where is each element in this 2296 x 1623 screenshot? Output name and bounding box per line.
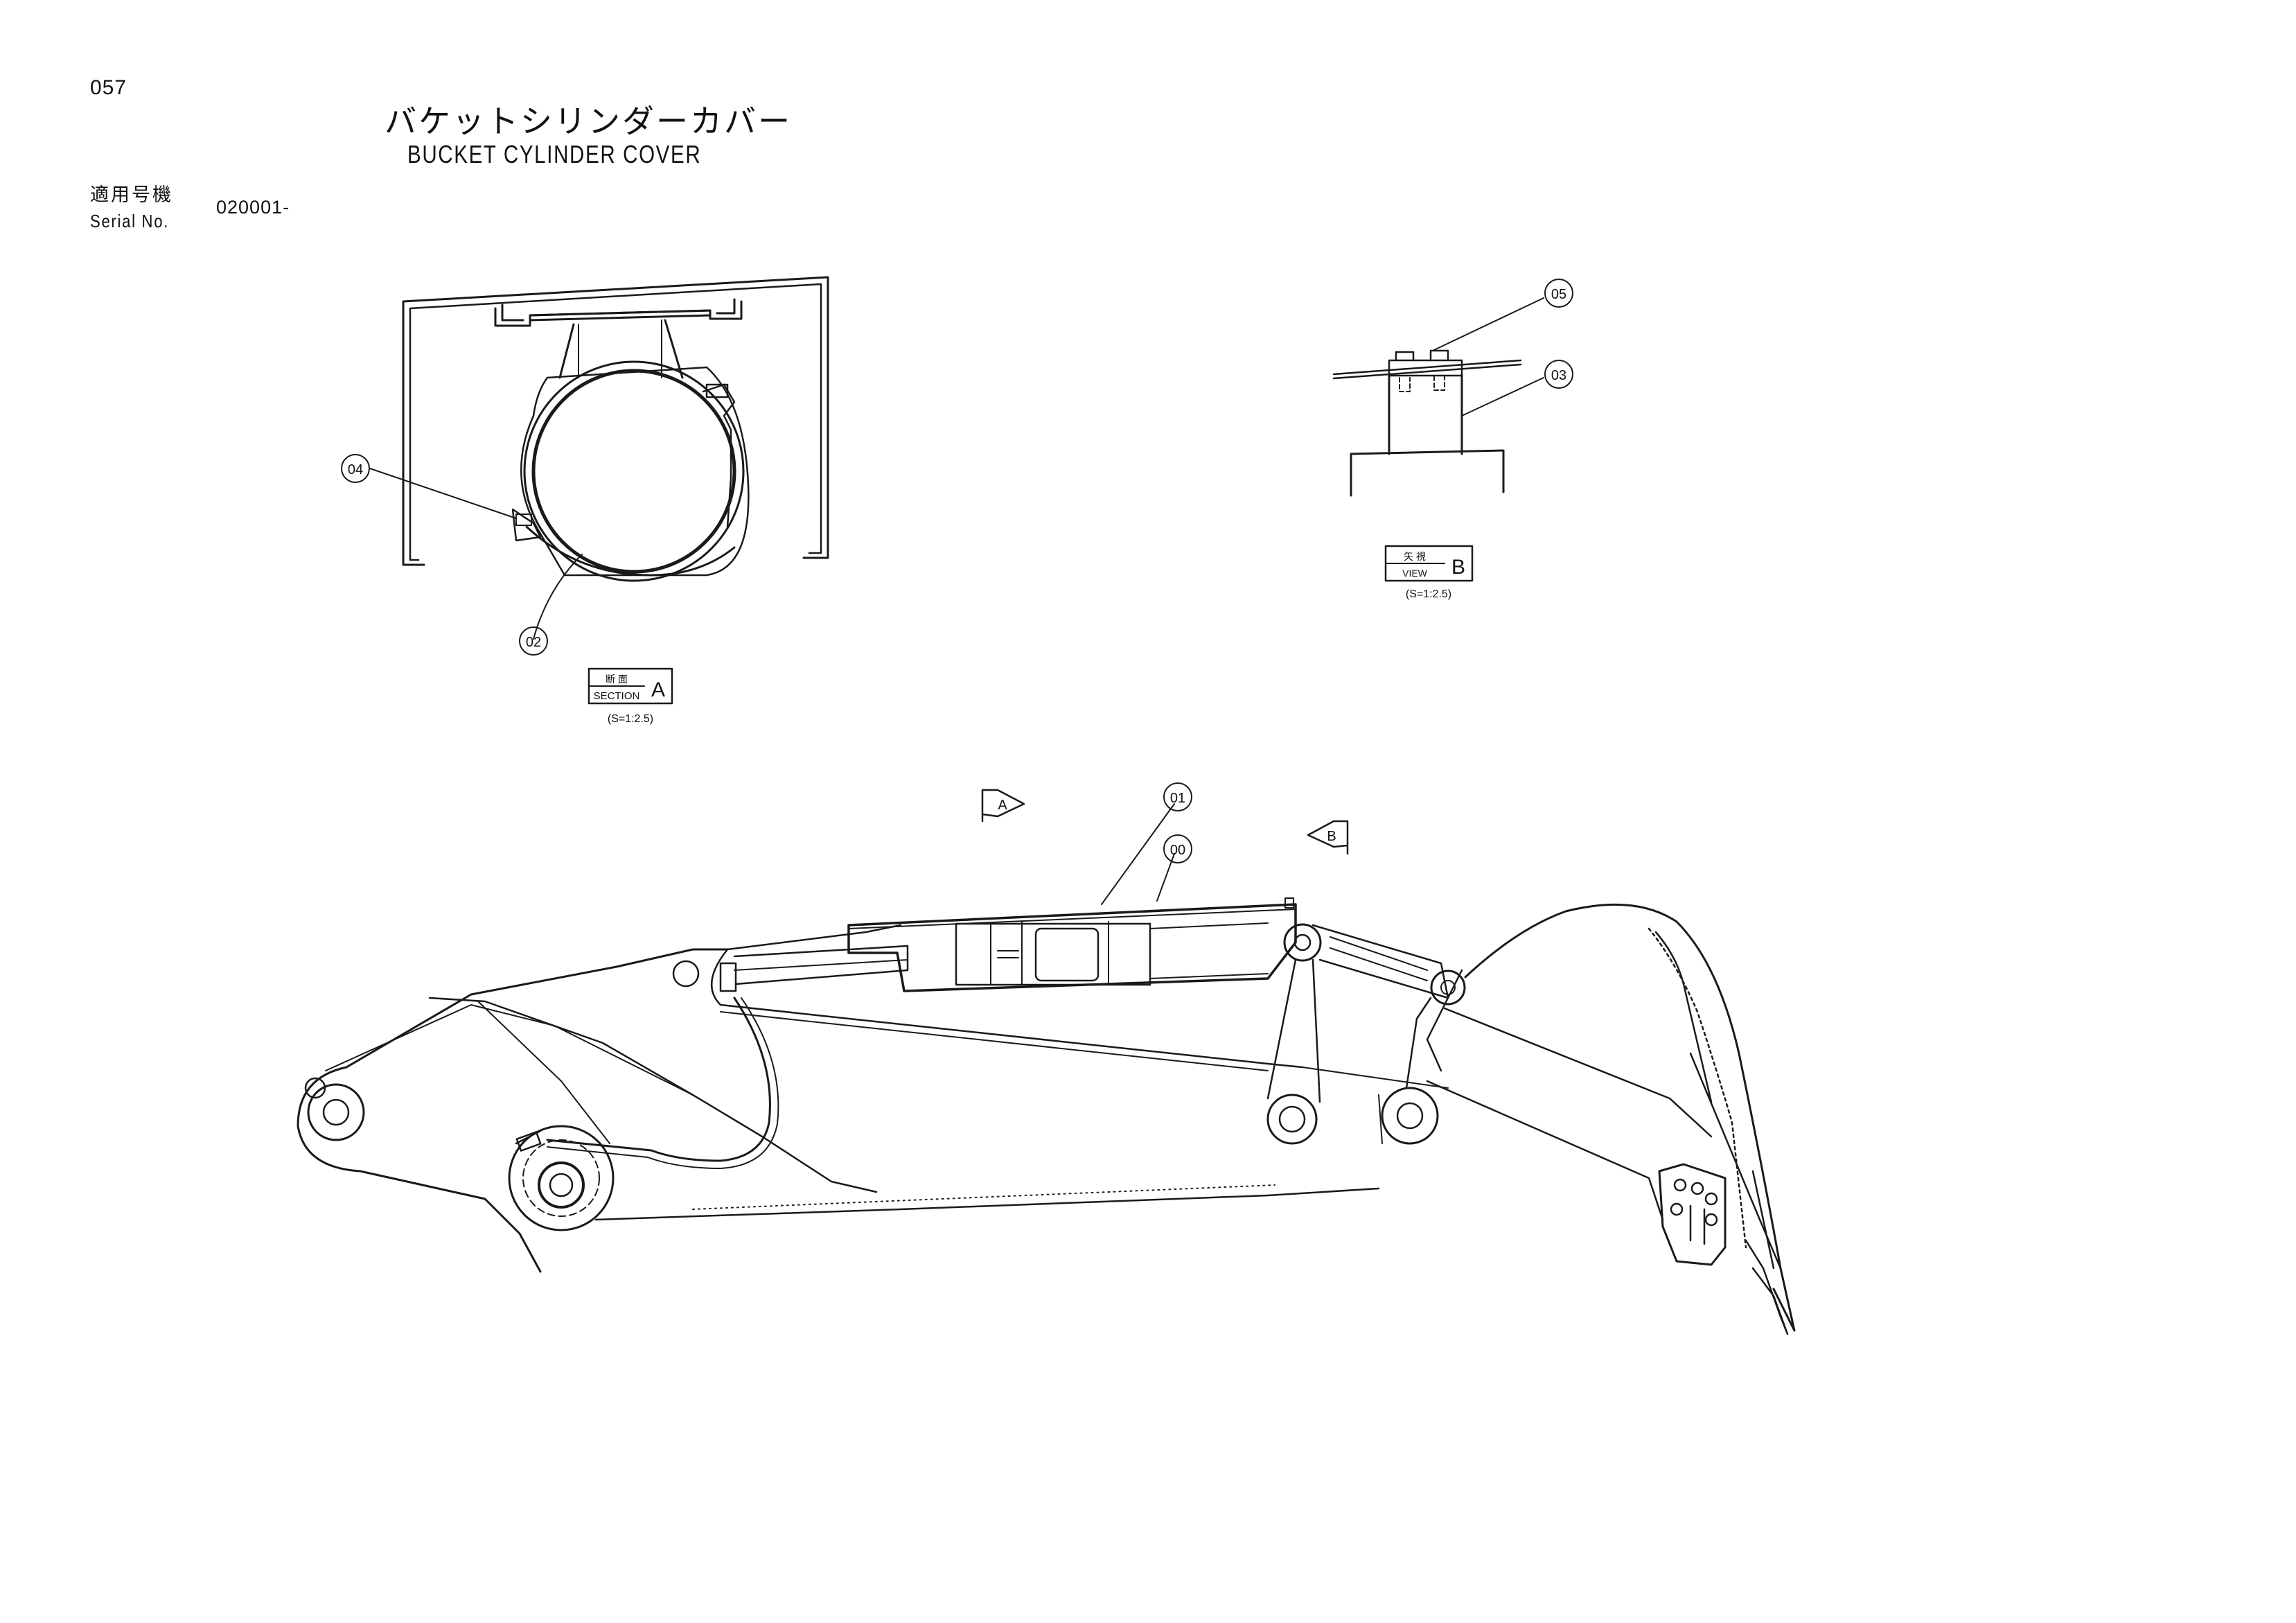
view-arrow-b-letter: B — [1327, 829, 1336, 844]
callout-02: 02 — [526, 635, 541, 650]
callout-00: 00 — [1170, 843, 1185, 858]
section-a-label-en: SECTION — [594, 690, 640, 702]
section-a-label-jp: 断 面 — [606, 674, 628, 685]
view-b-label-en: VIEW — [1402, 568, 1428, 579]
callout-04: 04 — [348, 462, 363, 477]
serial-label-en: Serial No. — [90, 211, 170, 231]
view-b-scale: (S=1:2.5) — [1406, 588, 1451, 600]
section-a-label — [588, 667, 673, 705]
serial-value: 020001- — [216, 197, 290, 218]
bucket-linkage — [1266, 923, 1466, 1145]
view-arrow-a — [981, 789, 1025, 823]
section-a-scale: (S=1:2.5) — [608, 713, 653, 725]
bucket-cylinder-cover — [733, 897, 1297, 992]
view-b-label-jp: 矢 視 — [1404, 551, 1426, 562]
view-arrow-b — [1307, 820, 1349, 855]
serial-label-jp: 適用号機 — [90, 184, 173, 206]
view-b-letter: B — [1451, 556, 1465, 579]
callout-03: 03 — [1551, 368, 1566, 383]
page-number: 057 — [90, 76, 127, 99]
callout-01: 01 — [1170, 791, 1185, 806]
view-b-drawing — [1332, 297, 1544, 497]
callout-05: 05 — [1551, 287, 1566, 302]
bucket — [1426, 903, 1796, 1335]
callout-circles — [341, 279, 1573, 863]
page-title-jp: バケットシリンダーカバー — [385, 103, 792, 140]
page-title-en: BUCKET CYLINDER COVER — [407, 140, 702, 168]
view-arrow-a-letter: A — [998, 798, 1007, 813]
arm-assembly — [297, 924, 1380, 1273]
view-b-label — [1384, 545, 1474, 582]
section-a-letter: A — [651, 678, 665, 701]
section-a-drawing — [369, 276, 829, 640]
